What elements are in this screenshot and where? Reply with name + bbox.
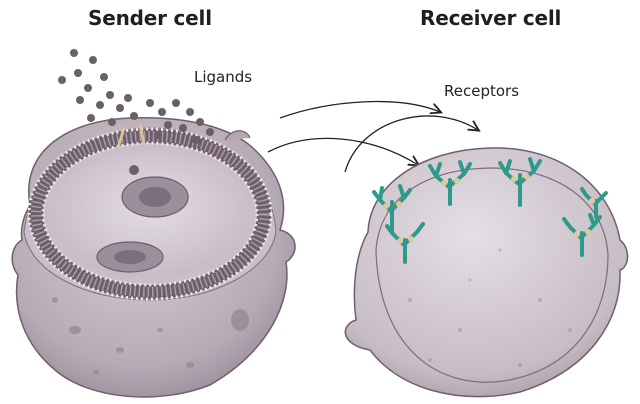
ligands-label: Ligands: [194, 68, 253, 86]
sender-cell-title: Sender cell: [88, 6, 212, 30]
sender-membrane-stripes: [31, 131, 269, 297]
sender-secretion-channel-left: [116, 127, 126, 149]
receiver-cell-title: Receiver cell: [420, 6, 562, 30]
receiver-cell: [344, 147, 629, 398]
receiver-cell-inner-membrane: [375, 167, 609, 383]
arrow-ligands-to-receiver-middle: [267, 137, 418, 165]
receptors-label: Receptors: [444, 82, 520, 100]
sender-surface-texture: [52, 297, 249, 374]
sender-membrane-dots-inner: [41, 141, 259, 287]
receptor-top-right: [498, 157, 542, 207]
ligand-particles: [58, 49, 214, 175]
arrow-receptors-pointer: [344, 115, 478, 173]
sender-nucleolus-upper: [139, 187, 171, 207]
receptor-left-lower: [385, 222, 425, 264]
receptor-far-right: [580, 187, 608, 219]
sender-membrane-dots-outer: [27, 127, 273, 301]
receiver-cell-body: [344, 147, 629, 398]
arrow-ligands-to-receiver-upper: [279, 100, 440, 119]
receptor-right: [562, 213, 602, 257]
receiver-surface-texture: [408, 248, 572, 367]
sender-cell-protrusion: [224, 130, 251, 141]
sender-cell: [11, 116, 296, 398]
receptor-left-upper: [372, 184, 412, 234]
signal-arrows: [267, 100, 478, 173]
sender-nucleolus-lower: [114, 250, 146, 264]
sender-secretion-channel-right: [138, 123, 146, 146]
receptor-top-left: [428, 160, 472, 206]
